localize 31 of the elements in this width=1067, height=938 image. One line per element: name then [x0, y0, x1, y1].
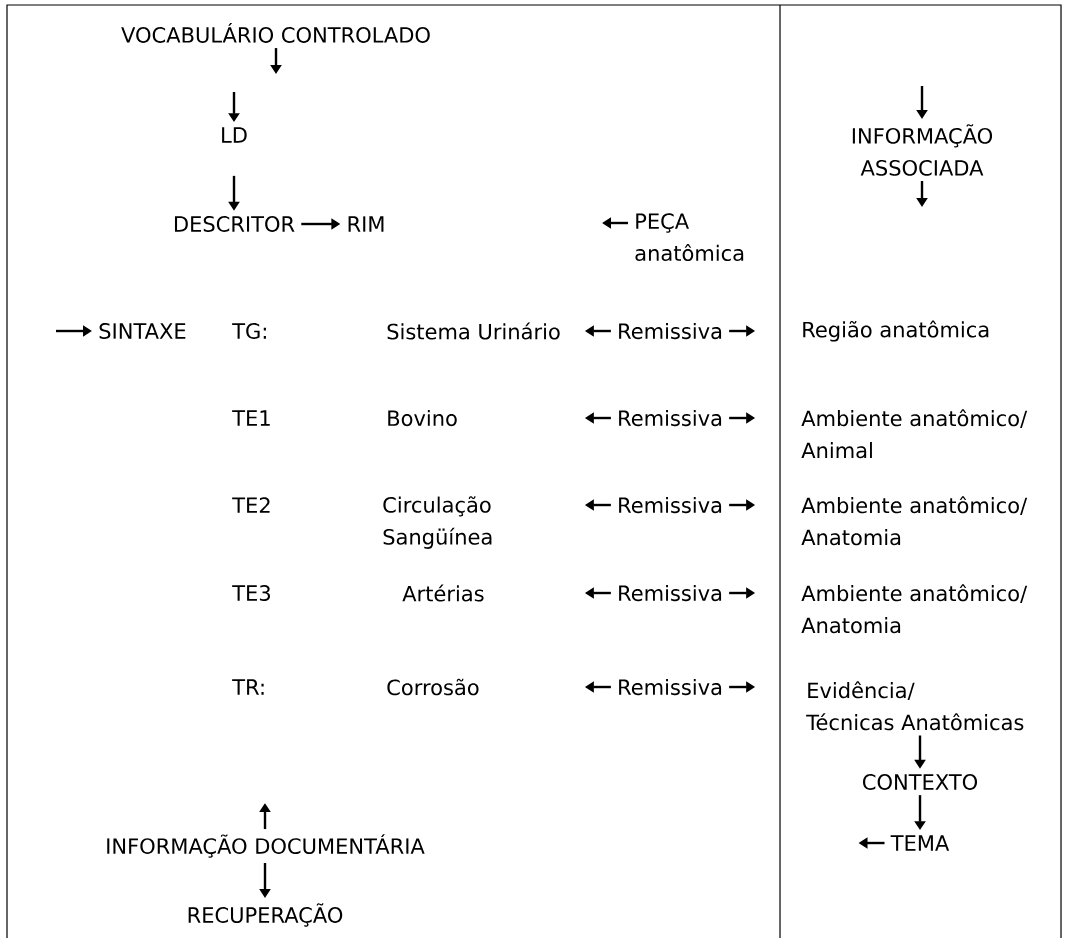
- relation-code: TE1: [232, 410, 270, 426]
- category-label: PEÇA anatômica: [635, 213, 744, 262]
- concept-label: LD: [222, 127, 247, 143]
- term-label: RIM: [348, 216, 384, 232]
- relation-label: Remissiva: [619, 678, 722, 696]
- term-label: Artérias: [402, 584, 484, 602]
- concept-label: SINTAXE: [99, 323, 186, 339]
- concept-label: RECUPERAÇÃO: [188, 903, 343, 927]
- term-label: Bovino: [388, 409, 457, 427]
- concept-label: TEMA: [890, 835, 950, 851]
- concept-label: DESCRITOR: [175, 216, 295, 232]
- relation-label: Remissiva: [619, 322, 722, 340]
- term-label: Corrosão: [387, 678, 479, 696]
- relation-code: TE3: [232, 585, 270, 601]
- category-label: Ambiente anatômico/ Anatomia: [801, 584, 1028, 634]
- category-label: Evidência/ Técnicas Anatômicas: [806, 681, 1024, 731]
- relation-label: Remissiva: [619, 409, 722, 427]
- category-label: Região anatômica: [803, 320, 989, 342]
- heading-text: VOCABULÁRIO CONTROLADO: [121, 23, 430, 43]
- relation-code: TG:: [232, 323, 266, 339]
- term-label: Sistema Urinário: [387, 322, 560, 340]
- category-label: Ambiente anatômico/ Animal: [801, 409, 1028, 459]
- concept-label: CONTEXTO: [863, 774, 978, 790]
- relation-label: Remissiva: [619, 496, 722, 514]
- heading-text: INFORMAÇÃO ASSOCIADA: [852, 124, 993, 176]
- term-label: Circulação Sangüínea: [383, 496, 492, 549]
- relation-code: TR:: [232, 679, 264, 695]
- relation-code: TE2: [232, 497, 270, 513]
- category-label: Ambiente anatômico/ Anatomia: [801, 496, 1028, 546]
- heading-text: INFORMAÇÃO DOCUMENTÁRIA: [107, 834, 425, 858]
- relation-label: Remissiva: [619, 584, 722, 602]
